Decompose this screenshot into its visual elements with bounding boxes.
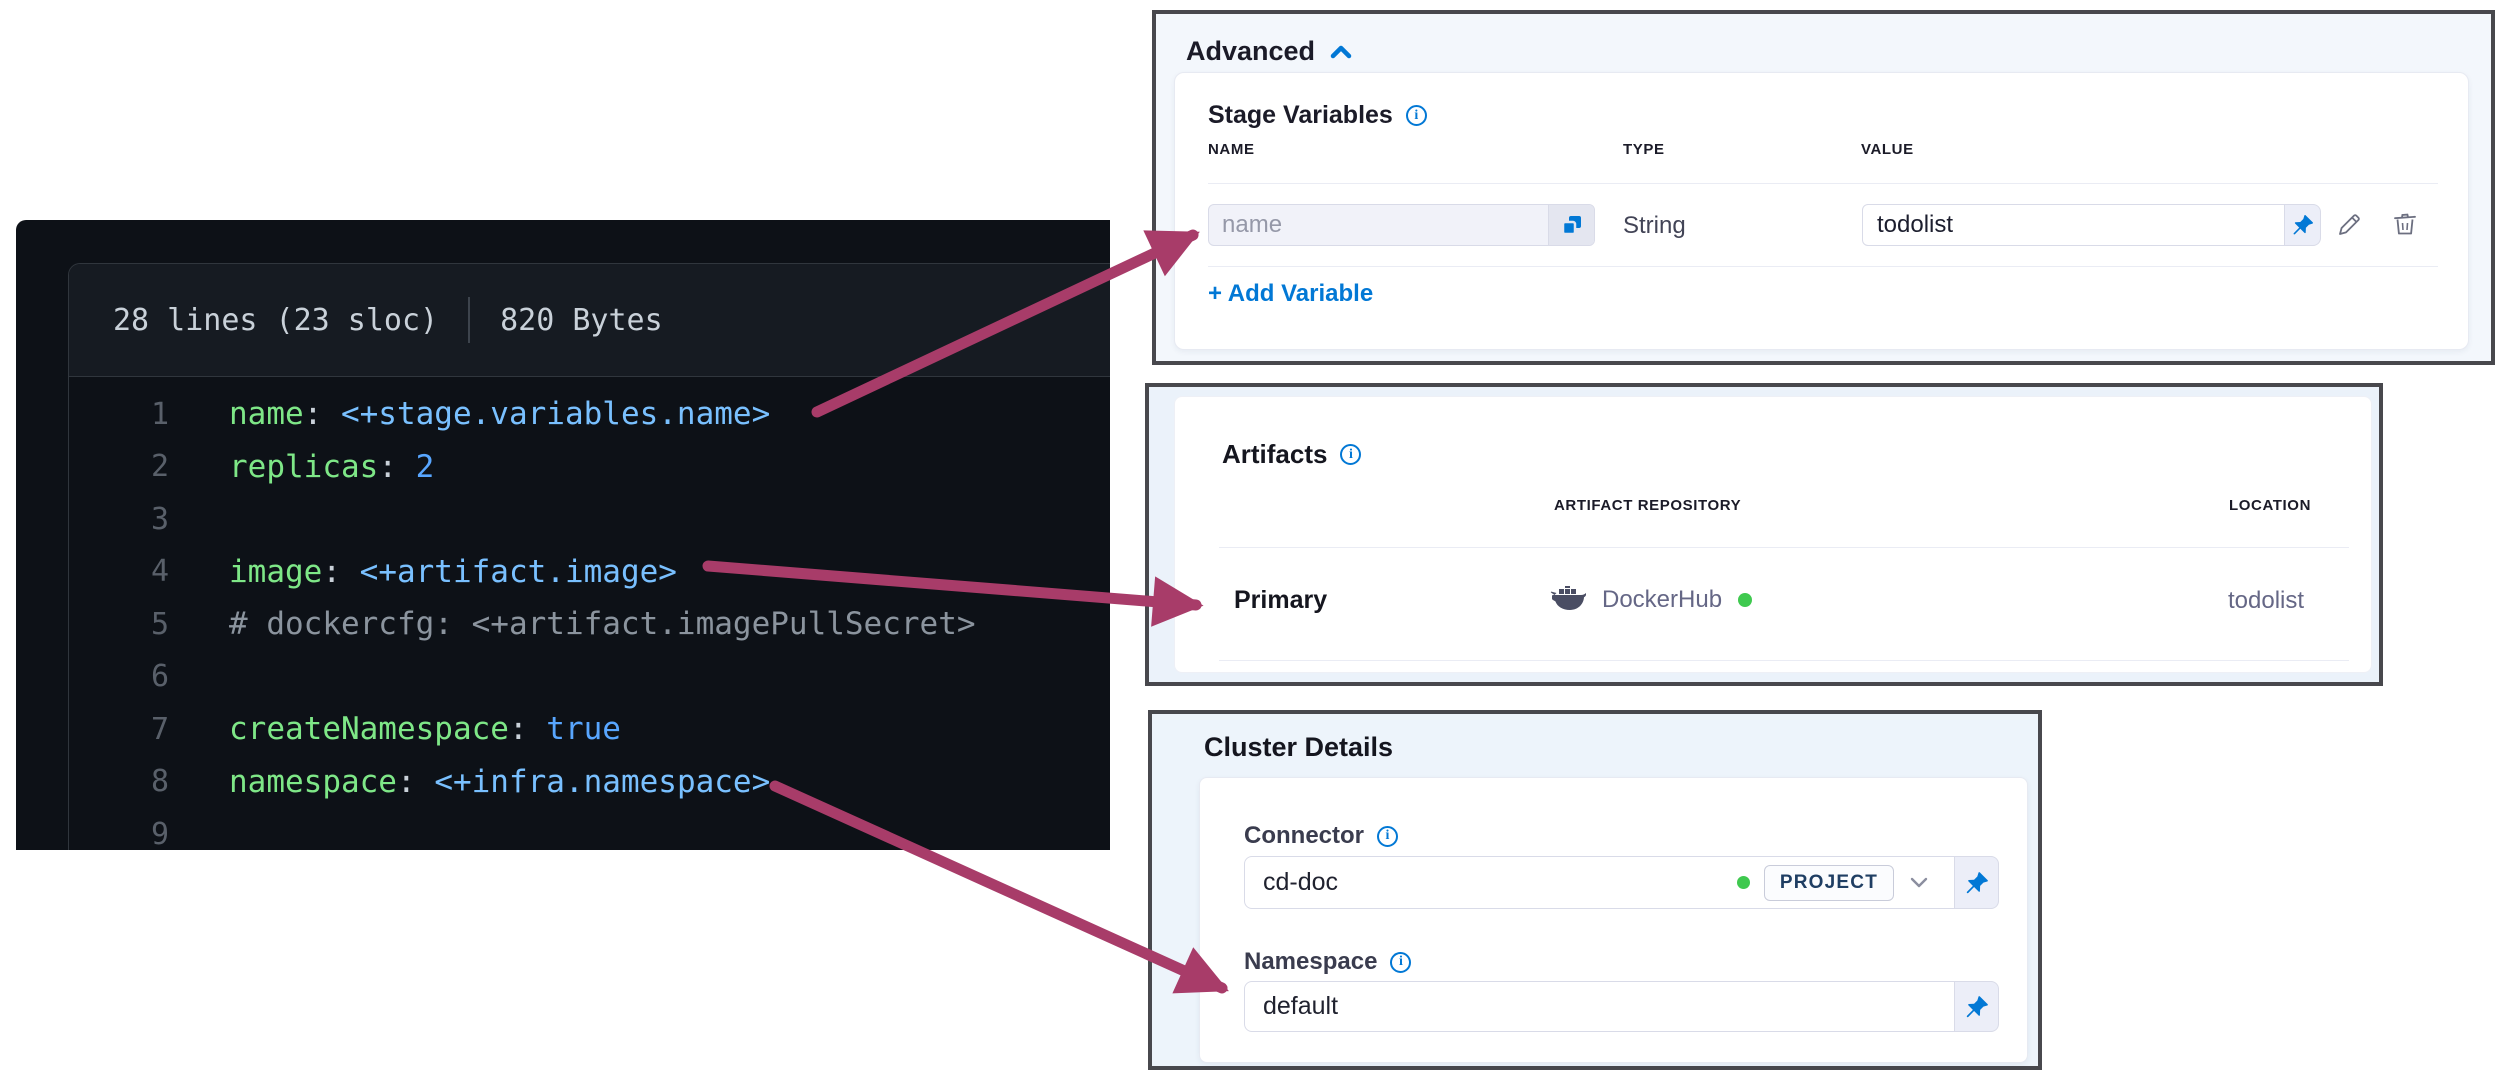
code-line: 2 replicas: 2 [69, 441, 1110, 494]
copy-button[interactable] [1548, 205, 1594, 245]
chevron-down-icon[interactable] [1910, 877, 1928, 888]
code-line: 6 [69, 651, 1110, 704]
pencil-icon [2339, 214, 2360, 235]
line-content: replicas: 2 [229, 448, 435, 485]
line-content: image: <+artifact.image> [229, 553, 677, 590]
code-line: 5 # dockercfg: <+artifact.imagePullSecret… [69, 598, 1110, 651]
info-icon[interactable]: i [1390, 951, 1412, 973]
line-number: 7 [150, 711, 169, 747]
variable-name-field [1208, 204, 1595, 246]
stage-variables-label: Stage Variables [1208, 101, 1393, 129]
divider [1219, 660, 2349, 661]
column-header-location: LOCATION [2229, 497, 2312, 514]
column-header-value: VALUE [1861, 141, 1914, 158]
code-line: 9 [69, 808, 1110, 850]
line-number: 1 [150, 396, 169, 432]
add-variable-button[interactable]: + Add Variable [1208, 280, 1374, 307]
artifact-repository-cell: DockerHub [1550, 586, 1753, 614]
divider [1208, 266, 2438, 267]
docker-whale-icon [1550, 586, 1586, 610]
file-header: 28 lines (23 sloc) 820 Bytes [69, 264, 1110, 377]
code-line: 8 namespace: <+infra.namespace> [69, 756, 1110, 809]
connector-field: PROJECT [1244, 856, 1999, 909]
line-number: 4 [150, 554, 169, 590]
namespace-label: Namespace [1244, 948, 1378, 975]
namespace-input[interactable] [1261, 991, 1928, 1022]
namespace-field [1244, 981, 1999, 1032]
cluster-details-card: Connector i PROJECT [1199, 777, 2028, 1063]
artifacts-title: Artifacts [1222, 439, 1328, 469]
status-dot [1738, 593, 1753, 607]
code-viewer: 28 lines (23 sloc) 820 Bytes 1 name: <+st… [16, 220, 1110, 850]
stage-variables-card: Stage Variables i NAME TYPE VALUE String [1174, 72, 2469, 350]
divider [1208, 183, 2438, 184]
connector-label: Connector [1244, 822, 1364, 849]
line-content: # dockercfg: <+artifact.imagePullSecret> [229, 606, 976, 643]
info-icon[interactable]: i [1340, 444, 1362, 465]
meta-divider [468, 297, 471, 343]
info-icon[interactable]: i [1377, 825, 1398, 847]
line-content: name: <+stage.variables.name> [229, 396, 771, 433]
file-size-info: 820 Bytes [500, 302, 663, 338]
line-content: createNamespace: true [229, 711, 621, 748]
code-line: 3 [69, 493, 1110, 546]
trash-icon [2394, 213, 2416, 235]
copy-icon [1561, 216, 1581, 236]
code-lines: 1 name: <+stage.variables.name> 2 replicas:… [69, 377, 1110, 850]
line-number: 3 [150, 501, 169, 537]
advanced-panel: Advanced Stage Variables i NAME TYPE VAL… [1152, 10, 2495, 365]
cluster-details-title: Cluster Details [1204, 732, 1394, 762]
line-number: 8 [150, 764, 169, 800]
pin-icon [1966, 995, 1988, 1017]
info-icon[interactable]: i [1405, 105, 1427, 126]
artifact-repository-name: DockerHub [1602, 586, 1723, 613]
line-number: 5 [150, 606, 169, 642]
pin-icon [1966, 871, 1988, 893]
line-number: 6 [150, 659, 169, 695]
code-line: 4 image: <+artifact.image> [69, 546, 1110, 599]
edit-variable-button[interactable] [2333, 209, 2365, 241]
chevron-up-icon[interactable] [1330, 44, 1352, 60]
advanced-section-header[interactable]: Advanced [1186, 36, 1352, 67]
cluster-details-panel: Cluster Details Connector i PROJECT [1148, 710, 2042, 1070]
connector-status-dot [1736, 876, 1750, 889]
artifact-row-label: Primary [1234, 586, 1328, 614]
code-line: 1 name: <+stage.variables.name> [69, 388, 1110, 441]
variable-value-input[interactable] [1862, 204, 2285, 246]
artifact-location-value: todolist [2228, 587, 2305, 614]
variable-value-field [1862, 204, 2321, 246]
pin-button[interactable] [1955, 981, 1999, 1032]
column-header-type: TYPE [1623, 141, 1665, 158]
variable-name-input[interactable] [1209, 205, 1548, 245]
connector-input[interactable] [1261, 867, 1737, 898]
artifacts-panel: Artifacts i ARTIFACT REPOSITORY LOCATION… [1145, 383, 2383, 686]
line-number: 2 [150, 449, 169, 485]
code-line: 7 createNamespace: true [69, 703, 1110, 756]
connector-scope-badge[interactable]: PROJECT [1763, 864, 1894, 901]
variable-type-value: String [1623, 212, 1686, 239]
file-box: 28 lines (23 sloc) 820 Bytes 1 name: <+st… [68, 263, 1110, 850]
column-header-name: NAME [1208, 141, 1255, 158]
artifacts-card: Artifacts i ARTIFACT REPOSITORY LOCATION… [1174, 396, 2372, 673]
divider [1219, 547, 2349, 548]
line-number: 9 [150, 816, 169, 850]
delete-variable-button[interactable] [2389, 209, 2421, 241]
advanced-title: Advanced [1186, 36, 1316, 66]
line-content: namespace: <+infra.namespace> [229, 763, 771, 800]
file-lines-info: 28 lines (23 sloc) [113, 302, 439, 338]
pin-icon [2293, 214, 2313, 235]
column-header-artifact-repository: ARTIFACT REPOSITORY [1554, 497, 1742, 514]
pin-button[interactable] [1955, 856, 1999, 909]
pin-button[interactable] [2285, 204, 2321, 246]
